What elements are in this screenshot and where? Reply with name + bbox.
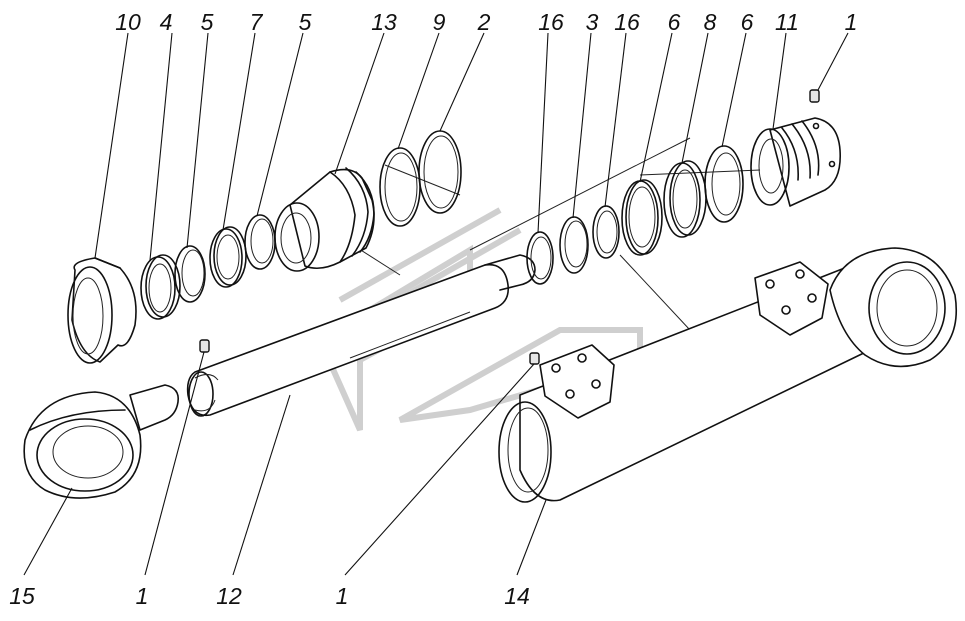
part-5-ring-right — [244, 214, 276, 270]
label-16-left: 16 — [538, 9, 564, 35]
label-5-left: 5 — [201, 9, 214, 35]
part-1-grease-fitting-rod — [199, 339, 210, 353]
part-16-ring-left — [526, 231, 554, 285]
label-1-barrel: 1 — [336, 583, 349, 609]
part-11-rod-guide — [750, 117, 842, 207]
part-4-ring — [140, 254, 181, 320]
part-7-ring — [209, 226, 247, 288]
part-13-piston — [274, 167, 375, 272]
part-9-seal-ring — [379, 147, 421, 227]
part-3-ring — [559, 216, 589, 274]
label-6-left: 6 — [668, 9, 681, 35]
label-leader-lines — [23, 32, 849, 576]
label-1-rod: 1 — [136, 583, 149, 609]
label-13: 13 — [371, 9, 397, 35]
part-14-cylinder-barrel — [498, 247, 957, 503]
label-2: 2 — [477, 9, 491, 35]
part-8-ring — [663, 160, 707, 238]
part-6-ring-left — [621, 179, 663, 256]
label-11: 11 — [775, 9, 799, 35]
part-15-rod-eye — [23, 384, 180, 499]
label-4: 4 — [160, 9, 173, 35]
label-5-right: 5 — [299, 9, 312, 35]
label-1-top: 1 — [845, 9, 858, 35]
label-12: 12 — [216, 583, 242, 609]
label-16-right: 16 — [614, 9, 640, 35]
part-1-grease-fitting-barrel — [529, 352, 540, 365]
bottom-callout-labels: 15 1 12 1 14 — [9, 583, 530, 609]
part-5-ring-left — [174, 245, 206, 303]
label-14: 14 — [504, 583, 530, 609]
part-16-ring-right — [592, 205, 620, 259]
label-10: 10 — [115, 9, 141, 35]
label-3: 3 — [586, 9, 599, 35]
label-15: 15 — [9, 583, 35, 609]
part-6-ring-right — [704, 145, 744, 223]
label-9: 9 — [433, 9, 446, 35]
label-8: 8 — [704, 9, 717, 35]
part-2-ring — [418, 130, 462, 214]
part-1-grease-fitting-top — [809, 89, 820, 103]
top-callout-labels: 10 4 5 7 5 13 9 2 16 3 16 6 8 6 11 1 — [115, 9, 857, 35]
part-10-gland-nut — [67, 257, 137, 364]
label-6-right: 6 — [741, 9, 754, 35]
label-7: 7 — [250, 9, 264, 35]
